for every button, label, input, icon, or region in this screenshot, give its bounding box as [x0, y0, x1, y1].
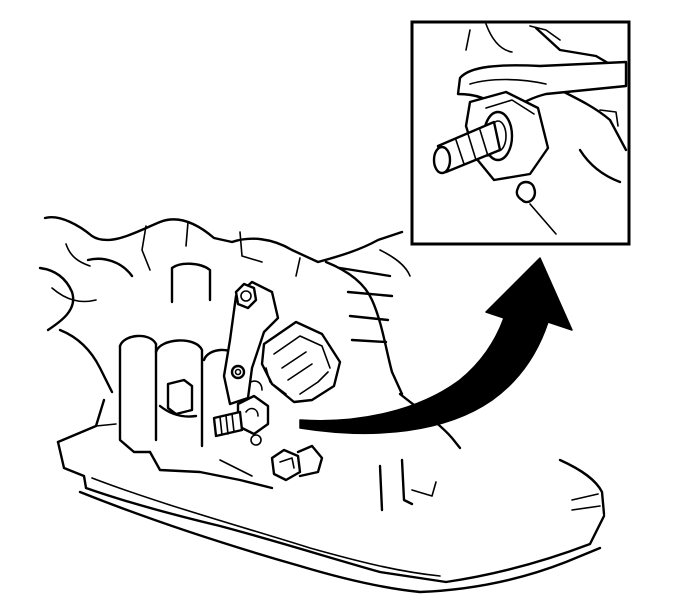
speed-sensor-assembly	[212, 280, 342, 482]
sensor-hex	[236, 394, 270, 446]
lower-bolt	[270, 444, 324, 482]
valve-body	[95, 262, 274, 490]
inset-seal	[515, 180, 557, 235]
inset-sensor-shaft	[432, 120, 502, 175]
detail-inset	[410, 20, 631, 246]
sensor-shaft	[212, 410, 244, 438]
transmission-case	[38, 216, 606, 594]
curved-arrow-icon	[299, 257, 573, 435]
sensor-connector	[260, 320, 342, 404]
bracket-bolt	[234, 282, 258, 310]
stud	[230, 364, 246, 380]
